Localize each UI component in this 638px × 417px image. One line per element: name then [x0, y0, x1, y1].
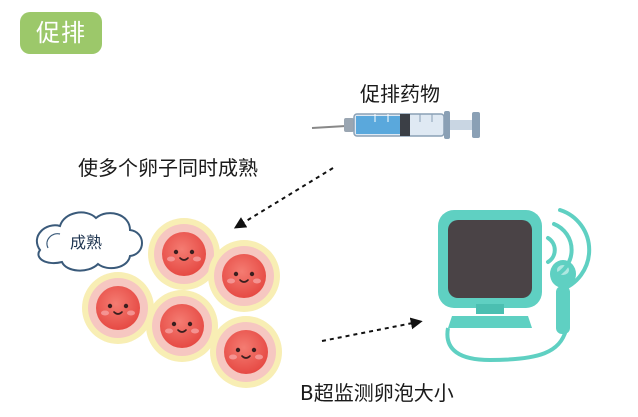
section-badge: 促排	[20, 12, 102, 54]
drug-label: 促排药物	[360, 82, 440, 106]
arrow-drug-to-follicles	[233, 167, 334, 229]
follicle-icon	[207, 239, 281, 313]
arrow-to-ultrasound	[321, 317, 423, 342]
follicle-icon	[81, 271, 155, 345]
follicle-icon	[145, 289, 219, 363]
follicle-icon	[209, 315, 283, 389]
wave-signal-icon	[546, 208, 592, 292]
bscan-label: B超监测卵泡大小	[300, 381, 454, 405]
ultrasound-machine-icon	[438, 210, 576, 363]
cloud-icon	[35, 211, 143, 272]
syringe-icon	[311, 111, 480, 139]
mature-label: 使多个卵子同时成熟	[78, 156, 258, 180]
cloud-label: 成熟	[70, 233, 102, 252]
